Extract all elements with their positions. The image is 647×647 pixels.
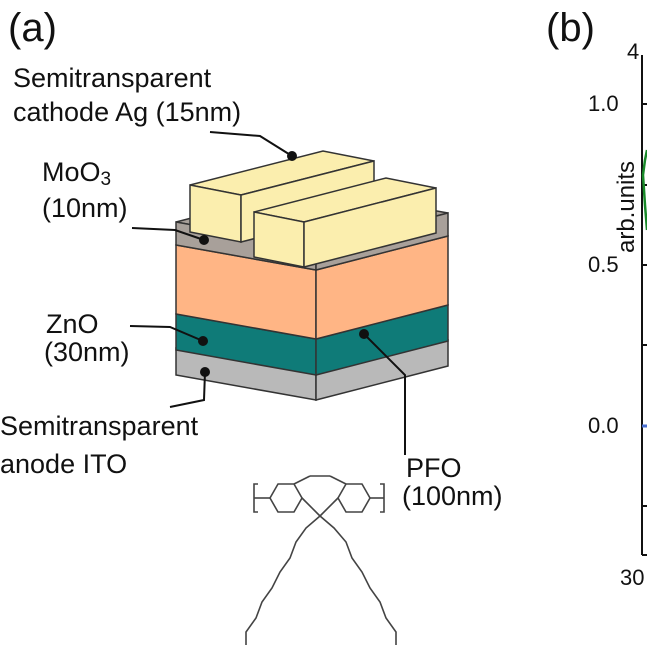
leader-dots [198,151,369,377]
zno-thickness: (30nm) [44,337,130,367]
panel-a-label: (a) [8,6,57,50]
dot-cathode [287,151,297,161]
chart-b-ytick-2: 0.5 [588,252,619,277]
leader-moo3 [131,227,205,241]
pfo-thickness: (100nm) [402,481,503,511]
pfo-label: PFO [406,453,462,483]
anode-label-line2: anode ITO [0,449,128,479]
leader-pfo [363,333,406,455]
moo3-label: MoO3 [42,156,111,196]
dot-moo3 [199,235,209,245]
moo3-thickness: (10nm) [42,193,128,223]
dot-pfo [359,329,369,339]
ag-bar1-front [189,184,242,243]
ag-bar2-side [303,187,437,268]
chart-b-ytick-1: 1.0 [588,91,619,116]
leader-zno [129,325,204,342]
chart-b-green-series [641,149,647,231]
cathode-label-line2: cathode Ag (15nm) [13,97,242,127]
dot-ito [200,367,210,377]
cathode-label-line1: Semitransparent [13,63,212,93]
chart-b-ylabel: arb.units [613,161,640,253]
leader-ito [169,371,206,408]
chart-b-ytick-3: 0.0 [588,413,619,438]
leader-lines [129,131,406,455]
dot-zno [198,336,208,346]
zno-label: ZnO [46,309,99,339]
chart-b-axes [641,55,647,556]
pfo-molecule-structure [245,475,397,645]
leader-cathode [209,131,293,157]
panel-b-label: (b) [546,6,595,50]
moo3-label-subscript: 3 [100,169,112,190]
chart-b-top-tick: 4 [627,39,640,64]
moo3-label-prefix: MoO [42,157,101,187]
anode-label-line1: Semitransparent [0,411,199,441]
chart-b-xtick: 30 [620,565,645,590]
ag-bar2-front [253,211,305,268]
